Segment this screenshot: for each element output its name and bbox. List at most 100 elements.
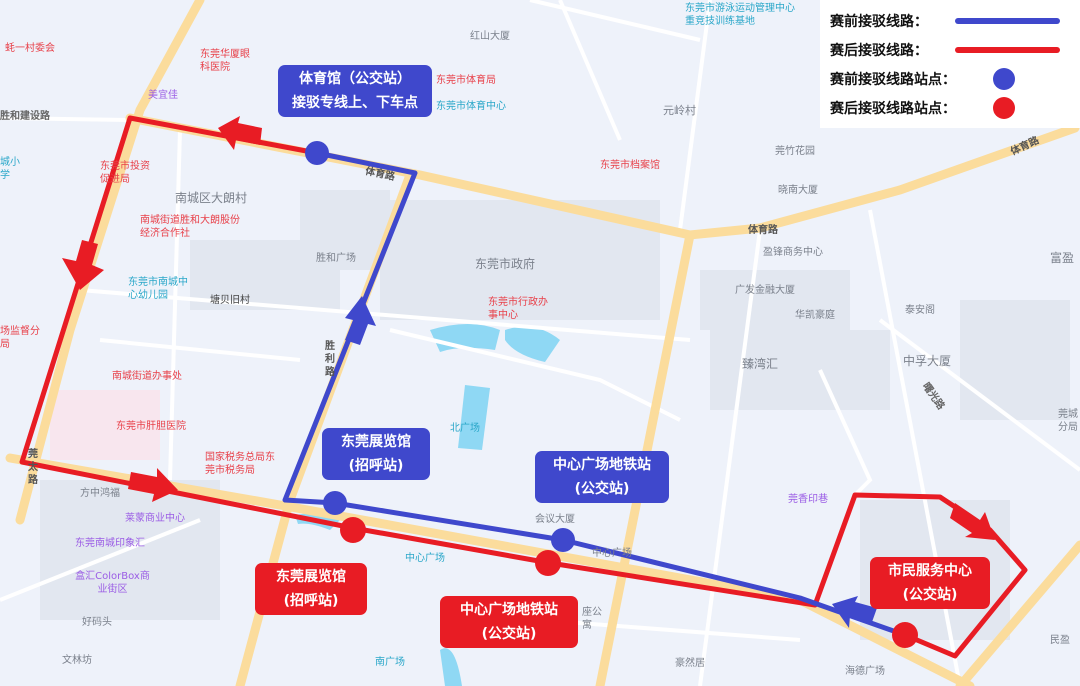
stop-metro-pre[interactable] — [551, 528, 575, 552]
poi-label: 东莞华厦眼科医院 — [200, 49, 250, 73]
poi-label: 盈锋商务中心 — [763, 247, 823, 258]
road-label: 胜利路 — [325, 341, 335, 378]
route-stops — [305, 141, 918, 648]
red-line-swatch — [955, 46, 1060, 53]
road-label: 体育路 — [748, 225, 778, 236]
hospital-zone — [50, 390, 160, 460]
callout-subtitle: (招呼站) — [283, 593, 339, 609]
poi-label: 元岭村 — [663, 104, 696, 117]
poi-label: 莞竹花园 — [775, 146, 815, 157]
callout-title: 中心广场地铁站 — [553, 457, 651, 473]
poi-label: 南广场 — [375, 657, 405, 668]
poi-label: 胜和广场 — [316, 253, 356, 264]
poi-label: 东莞市体育中心 — [436, 101, 506, 112]
poi-label: 南城街道办事处 — [112, 371, 182, 382]
poi-label: 会议大厦 — [535, 514, 575, 525]
poi-label: 场监督分局 — [0, 326, 40, 350]
poi-label: 泰安阁 — [905, 305, 935, 316]
poi-label: 座公寓 — [582, 607, 602, 631]
poi-label: 中心广场 — [405, 553, 445, 564]
map-legend: 赛前接驳线路： 赛后接驳线路： 赛前接驳线路站点： 赛后接驳线路站点： — [820, 0, 1080, 128]
poi-label: 美宜佳 — [148, 90, 178, 101]
legend-label: 赛后接驳线路： — [830, 42, 928, 59]
stop-expo-pre[interactable] — [323, 491, 347, 515]
legend-item: 赛后接驳线路站点： — [830, 93, 1080, 122]
arrow-left-icon — [832, 596, 877, 628]
callout-subtitle: (公交站) — [902, 587, 958, 603]
poi-label: 北广场 — [450, 423, 480, 434]
poi-label: 好码头 — [82, 617, 112, 628]
poi-label: 城小学 — [0, 157, 20, 181]
callout-title: 东莞展览馆 — [276, 569, 346, 585]
poi-label: 中孚大厦 — [903, 354, 952, 368]
poi-label: 南城街道胜和大朗股份经济合作社 — [140, 215, 240, 239]
stop-civic-post[interactable] — [892, 622, 918, 648]
callout-subtitle: 接驳专线上、下车点 — [292, 95, 418, 111]
blue-line-swatch — [955, 17, 1060, 24]
callout-expo-pre: 东莞展览馆 (招呼站) — [322, 428, 430, 480]
callout-expo-post: 东莞展览馆 (招呼站) — [255, 563, 367, 615]
arrow-right-icon — [128, 468, 178, 502]
arrow-downright-icon — [950, 503, 995, 540]
callout-title: 体育馆（公交站） — [299, 71, 411, 87]
poi-label: 东莞市游泳运动管理中心重竞技训练基地 — [685, 3, 795, 27]
road-label: 中心广场 — [592, 548, 632, 559]
callout-title: 中心广场地铁站 — [460, 602, 558, 618]
poi-label: 南城区大朗村 — [175, 191, 248, 205]
poi-label: 盒汇ColorBox商业街区 — [75, 571, 150, 595]
stop-expo-post[interactable] — [340, 517, 366, 543]
poi-label: 民盈 — [1050, 635, 1070, 646]
poi-label: 富盈 — [1050, 251, 1075, 265]
poi-label: 东莞市档案馆 — [600, 160, 660, 171]
callout-civic-post: 市民服务中心 (公交站) — [870, 557, 990, 609]
blue-dot-swatch — [993, 67, 1015, 90]
callout-metro-pre: 中心广场地铁站 (公交站) — [535, 451, 669, 503]
post-match-route — [19, 115, 1028, 659]
arrow-up-icon — [345, 296, 376, 345]
stop-metro-post[interactable] — [535, 550, 561, 576]
poi-label: 东莞市政府 — [475, 257, 536, 271]
stop-gym-pre[interactable] — [305, 141, 329, 165]
road-label: 莞太路 — [28, 449, 38, 486]
legend-label: 赛后接驳线路站点： — [830, 100, 956, 117]
post-route-arrows — [62, 116, 995, 540]
callout-gym-pre: 体育馆（公交站） 接驳专线上、下车点 — [278, 65, 432, 117]
legend-label: 赛前接驳线路站点： — [830, 71, 956, 88]
callout-subtitle: (公交站) — [574, 481, 630, 497]
poi-label: 东莞市行政办事中心 — [488, 297, 548, 321]
legend-label: 赛前接驳线路： — [830, 13, 928, 30]
legend-item: 赛后接驳线路： — [830, 35, 1080, 64]
poi-label: 国家税务总局东莞市税务局 — [205, 452, 275, 476]
callout-subtitle: (招呼站) — [348, 458, 404, 474]
poi-label: 豪然居 — [675, 658, 705, 669]
poi-label: 东莞市投资促进局 — [100, 161, 150, 185]
callout-subtitle: (公交站) — [481, 626, 537, 642]
poi-label: 东莞南城印象汇 — [75, 538, 145, 549]
poi-label: 晓南大厦 — [778, 185, 818, 196]
legend-item: 赛前接驳线路站点： — [830, 64, 1080, 93]
pre-route-arrows — [345, 296, 877, 628]
poi-label: 臻湾汇 — [742, 357, 779, 371]
poi-label: 东莞市体育局 — [436, 75, 496, 86]
poi-label: 红山大厦 — [470, 31, 510, 42]
poi-label: 莱蒙商业中心 — [125, 513, 185, 524]
poi-label: 文林坊 — [62, 655, 92, 666]
poi-label: 广发金融大厦 — [735, 285, 795, 296]
poi-label: 东莞市肝胆医院 — [116, 421, 186, 432]
legend-item: 赛前接驳线路： — [830, 6, 1080, 35]
poi-label: 海德广场 — [845, 666, 885, 677]
red-dot-swatch — [993, 96, 1015, 119]
poi-label: 蚝一村委会 — [5, 43, 55, 54]
poi-label: 东莞市南城中心幼儿园 — [128, 277, 188, 301]
arrow-down-icon — [62, 240, 104, 290]
poi-label: 莞香印巷 — [788, 494, 828, 505]
callout-title: 市民服务中心 — [888, 563, 972, 579]
callout-title: 东莞展览馆 — [341, 434, 411, 450]
poi-label: 塘贝旧村 — [210, 295, 250, 306]
road-label: 胜和建设路 — [0, 111, 50, 122]
poi-label: 莞城分局 — [1058, 409, 1078, 433]
arrow-left-icon — [218, 116, 262, 150]
poi-label: 华凯豪庭 — [795, 310, 835, 321]
poi-label: 方中鸿福 — [80, 488, 120, 499]
